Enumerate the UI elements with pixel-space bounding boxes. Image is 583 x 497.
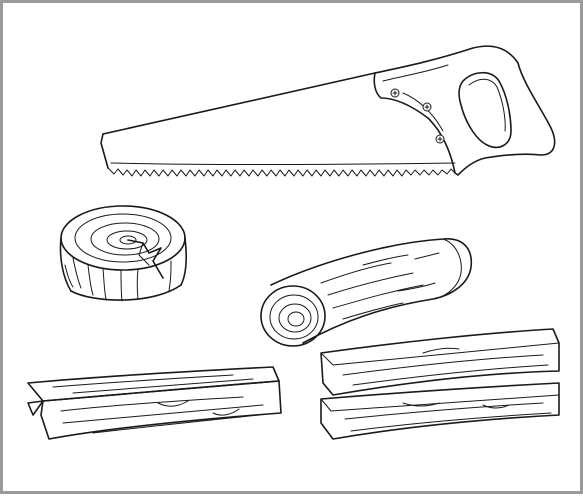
wood-log-icon	[260, 238, 473, 347]
woodworking-illustration	[27, 45, 560, 440]
hand-saw-icon	[100, 45, 556, 177]
wooden-planks-icon	[27, 366, 282, 440]
tree-stump-icon	[59, 205, 187, 302]
wooden-planks-icon	[320, 328, 560, 440]
